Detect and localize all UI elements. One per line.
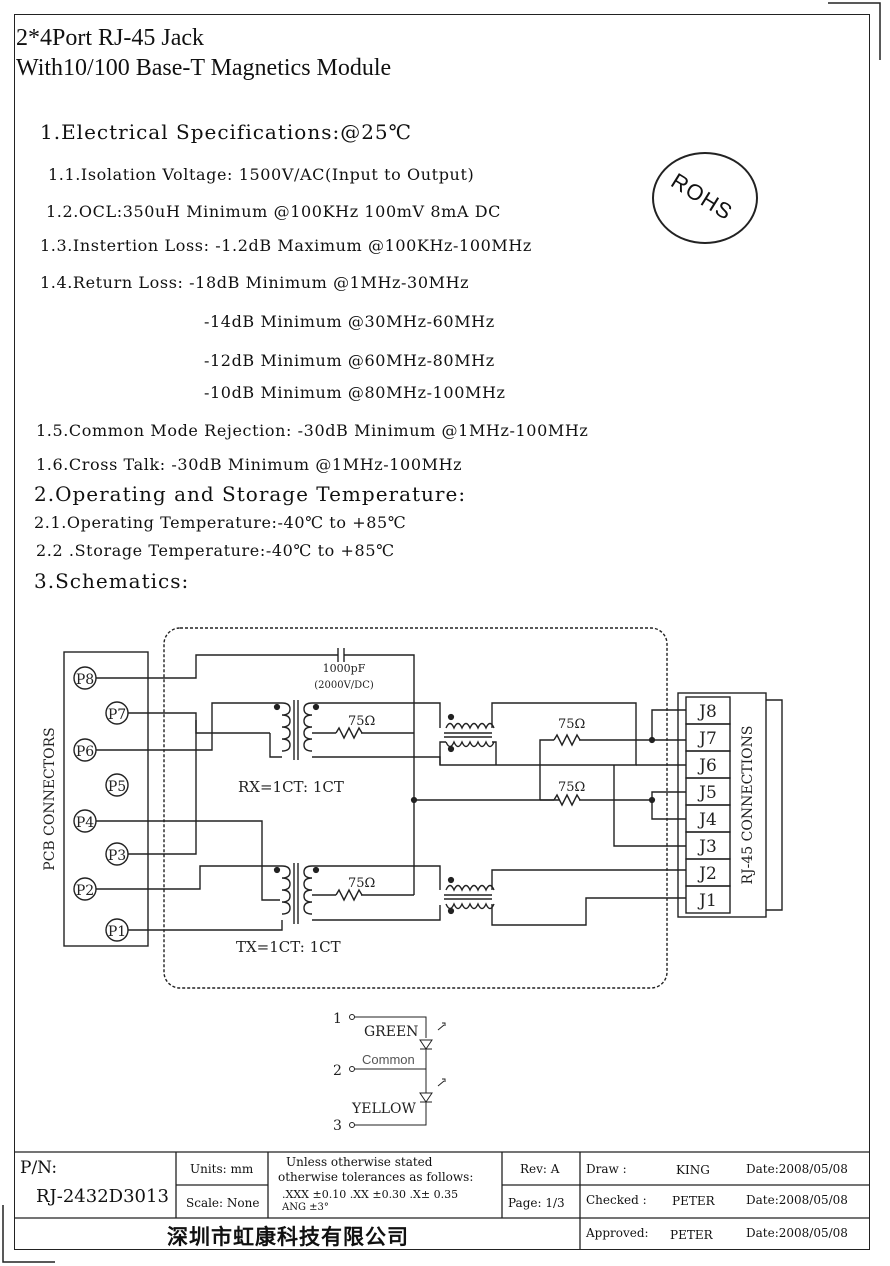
- section-schematics-heading: 3.Schematics:: [34, 569, 190, 593]
- pin-p5: P5: [105, 773, 129, 797]
- svg-text:J1: J1: [697, 891, 717, 911]
- tx-choke-bottom: [445, 902, 495, 910]
- pcb-connectors-label: PCB CONNECTORS: [42, 727, 58, 870]
- draw-name: KING: [676, 1163, 710, 1177]
- checked-name: PETER: [672, 1194, 715, 1208]
- res-j4-j5: [553, 793, 581, 807]
- svg-text:P3: P3: [108, 848, 126, 864]
- svg-text:P1: P1: [108, 924, 126, 940]
- draw-label: Draw :: [586, 1162, 627, 1176]
- led-pin1: 1: [333, 1011, 342, 1027]
- tx-primary-coil: [281, 865, 291, 915]
- res-label-1: 75Ω: [558, 717, 585, 732]
- rev-label: Rev: A: [520, 1162, 560, 1176]
- tx-secondary-coil: [303, 865, 313, 915]
- cap-rating-label: (2000V/DC): [314, 680, 374, 691]
- svg-text:J3: J3: [697, 837, 717, 857]
- tx-resistor: [335, 888, 363, 902]
- led-pin2: 2: [333, 1063, 342, 1079]
- rj45-connections-label: RJ-45 CONNECTIONS: [740, 726, 756, 885]
- tx-resistor-label: 75Ω: [348, 876, 375, 891]
- doc-title-line1: 2*4Port RJ-45 Jack: [16, 25, 204, 51]
- spec-storage-temp: 2.2 .Storage Temperature:-40℃ to +85℃: [36, 541, 395, 560]
- module-boundary: [163, 627, 668, 989]
- led-pin3: 3: [333, 1118, 342, 1134]
- svg-text:J7: J7: [697, 729, 717, 749]
- approved-label: Approved:: [586, 1226, 649, 1240]
- spec-ocl: 1.2.OCL:350uH Minimum @100KHz 100mV 8mA …: [46, 202, 502, 221]
- draw-date: Date:2008/05/08: [746, 1162, 848, 1176]
- tx-choke-top: [445, 884, 495, 892]
- rx-choke-bottom: [445, 740, 495, 748]
- cap-value-label: 1000pF: [323, 662, 366, 675]
- tolerance-line2: otherwise tolerances as follows:: [278, 1170, 474, 1184]
- res-label-2: 75Ω: [558, 780, 585, 795]
- approved-date: Date:2008/05/08: [746, 1226, 848, 1240]
- doc-title-line2: With10/100 Base-T Magnetics Module: [16, 55, 392, 81]
- company-name: 深圳市虹康科技有限公司: [167, 1225, 409, 1249]
- pin-j1: J1: [685, 885, 731, 914]
- spec-cmr: 1.5.Common Mode Rejection: -30dB Minimum…: [36, 421, 589, 440]
- spec-return-loss-3: -12dB Minimum @60MHz-80MHz: [204, 351, 495, 370]
- led-common-label: Common: [362, 1052, 415, 1067]
- pn-value: RJ-2432D3013: [36, 1186, 169, 1207]
- svg-text:P5: P5: [108, 779, 126, 795]
- tolerance-line1: Unless otherwise stated: [286, 1155, 433, 1169]
- rx-primary-coil: [281, 702, 291, 752]
- checked-date: Date:2008/05/08: [746, 1193, 848, 1207]
- spec-insertion-loss: 1.3.Instertion Loss: -1.2dB Maximum @100…: [40, 236, 532, 255]
- pn-label: P/N:: [20, 1158, 58, 1178]
- rj45-outline: [677, 692, 767, 918]
- svg-text:P4: P4: [76, 815, 94, 831]
- spec-isolation: 1.1.Isolation Voltage: 1500V/AC(Input to…: [48, 165, 475, 184]
- spec-return-loss-1: 1.4.Return Loss: -18dB Minimum @1MHz-30M…: [40, 273, 470, 292]
- checked-label: Checked :: [586, 1193, 647, 1207]
- rx-label: RX=1CT: 1CT: [238, 778, 344, 796]
- svg-text:J4: J4: [697, 810, 717, 830]
- svg-text:P8: P8: [76, 672, 94, 688]
- rohs-stamp: ROHS: [652, 152, 758, 244]
- tx-label: TX=1CT: 1CT: [236, 938, 341, 956]
- svg-text:P7: P7: [108, 707, 126, 723]
- sheet-border: [14, 14, 870, 1250]
- page-label: Page: 1/3: [508, 1196, 565, 1210]
- spec-return-loss-4: -10dB Minimum @80MHz-100MHz: [204, 383, 506, 402]
- spec-cross-talk: 1.6.Cross Talk: -30dB Minimum @1MHz-100M…: [36, 455, 463, 474]
- svg-text:P6: P6: [76, 744, 94, 760]
- rx-resistor: [335, 726, 363, 740]
- section-electrical-heading: 1.Electrical Specifications:@25℃: [40, 120, 413, 144]
- rx-resistor-label: 75Ω: [348, 714, 375, 729]
- section-temperature-heading: 2.Operating and Storage Temperature:: [34, 482, 467, 506]
- led-yellow-label: YELLOW: [351, 1101, 417, 1117]
- approved-name: PETER: [670, 1228, 713, 1242]
- pcb-connector-box: [63, 651, 149, 947]
- svg-text:J6: J6: [697, 756, 717, 776]
- tolerance-line3: .XXX ±0.10 .XX ±0.30 .X± 0.35: [282, 1188, 459, 1201]
- svg-text:P2: P2: [76, 883, 94, 899]
- units-label: Units: mm: [190, 1162, 254, 1176]
- rx-choke-top: [445, 722, 495, 730]
- svg-text:J2: J2: [697, 864, 717, 884]
- tolerance-line4: ANG ±3°: [282, 1202, 329, 1213]
- res-j7-j8: [553, 733, 581, 747]
- svg-text:J8: J8: [697, 702, 717, 722]
- spec-return-loss-2: -14dB Minimum @30MHz-60MHz: [204, 312, 495, 331]
- svg-text:J5: J5: [697, 783, 717, 803]
- led-green-label: GREEN: [364, 1024, 418, 1040]
- led-schematic: 1 GREEN 2 Common YELLOW 3: [333, 1011, 446, 1134]
- scale-label: Scale: None: [186, 1196, 260, 1210]
- spec-operating-temp: 2.1.Operating Temperature:-40℃ to +85℃: [34, 513, 407, 532]
- rx-secondary-coil: [303, 702, 313, 752]
